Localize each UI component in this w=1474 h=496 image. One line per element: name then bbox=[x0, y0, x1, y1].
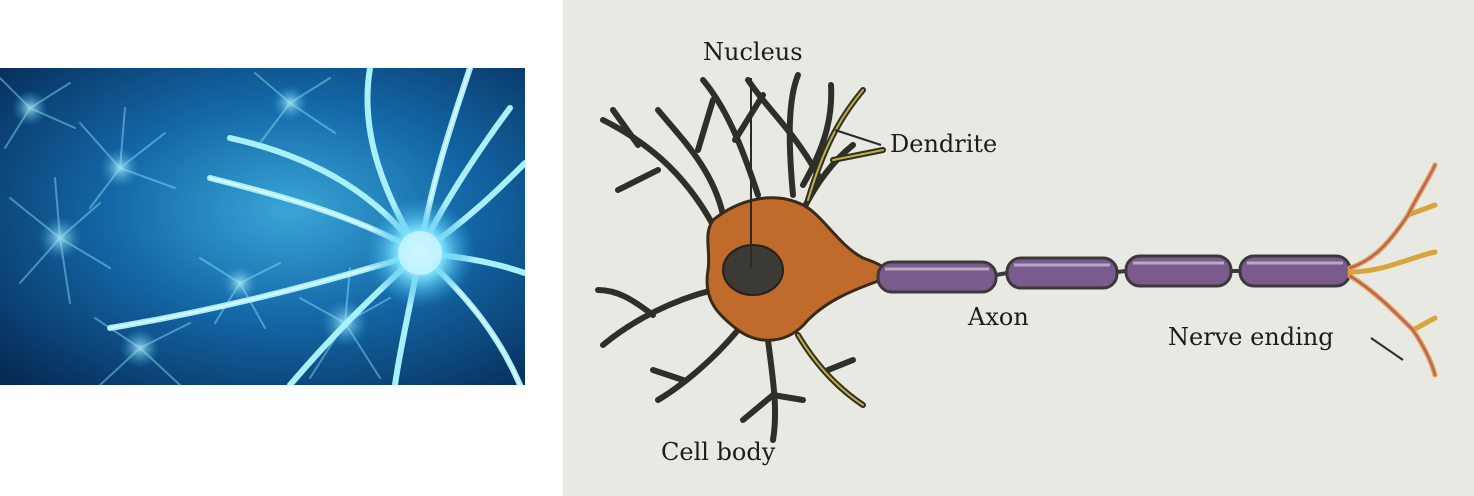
label-axon: Axon bbox=[967, 303, 1029, 331]
bg-neuron-3 bbox=[0, 77, 76, 149]
bg-neuron-4 bbox=[94, 317, 191, 385]
label-nerve-ending: Nerve ending bbox=[1168, 323, 1334, 351]
label-cell-body: Cell body bbox=[661, 438, 776, 466]
bg-neuron-1 bbox=[9, 177, 111, 304]
nerve-ending-pointer-line bbox=[1370, 337, 1404, 361]
neuron-photo bbox=[0, 68, 525, 385]
dendrite-pointer-line bbox=[834, 129, 882, 146]
neuron-photo-illustration bbox=[0, 68, 525, 385]
bg-neuron-2 bbox=[79, 107, 176, 209]
bg-neuron-7 bbox=[199, 257, 281, 329]
label-dendrite: Dendrite bbox=[890, 130, 997, 158]
label-nucleus: Nucleus bbox=[703, 38, 803, 66]
nucleus bbox=[722, 244, 784, 296]
bg-neuron-5 bbox=[254, 72, 336, 144]
neuron-diagram-drawing: Nucleus Dendrite Axon Nerve ending Cell … bbox=[563, 0, 1474, 496]
neuron-diagram: Nucleus Dendrite Axon Nerve ending Cell … bbox=[563, 0, 1474, 496]
